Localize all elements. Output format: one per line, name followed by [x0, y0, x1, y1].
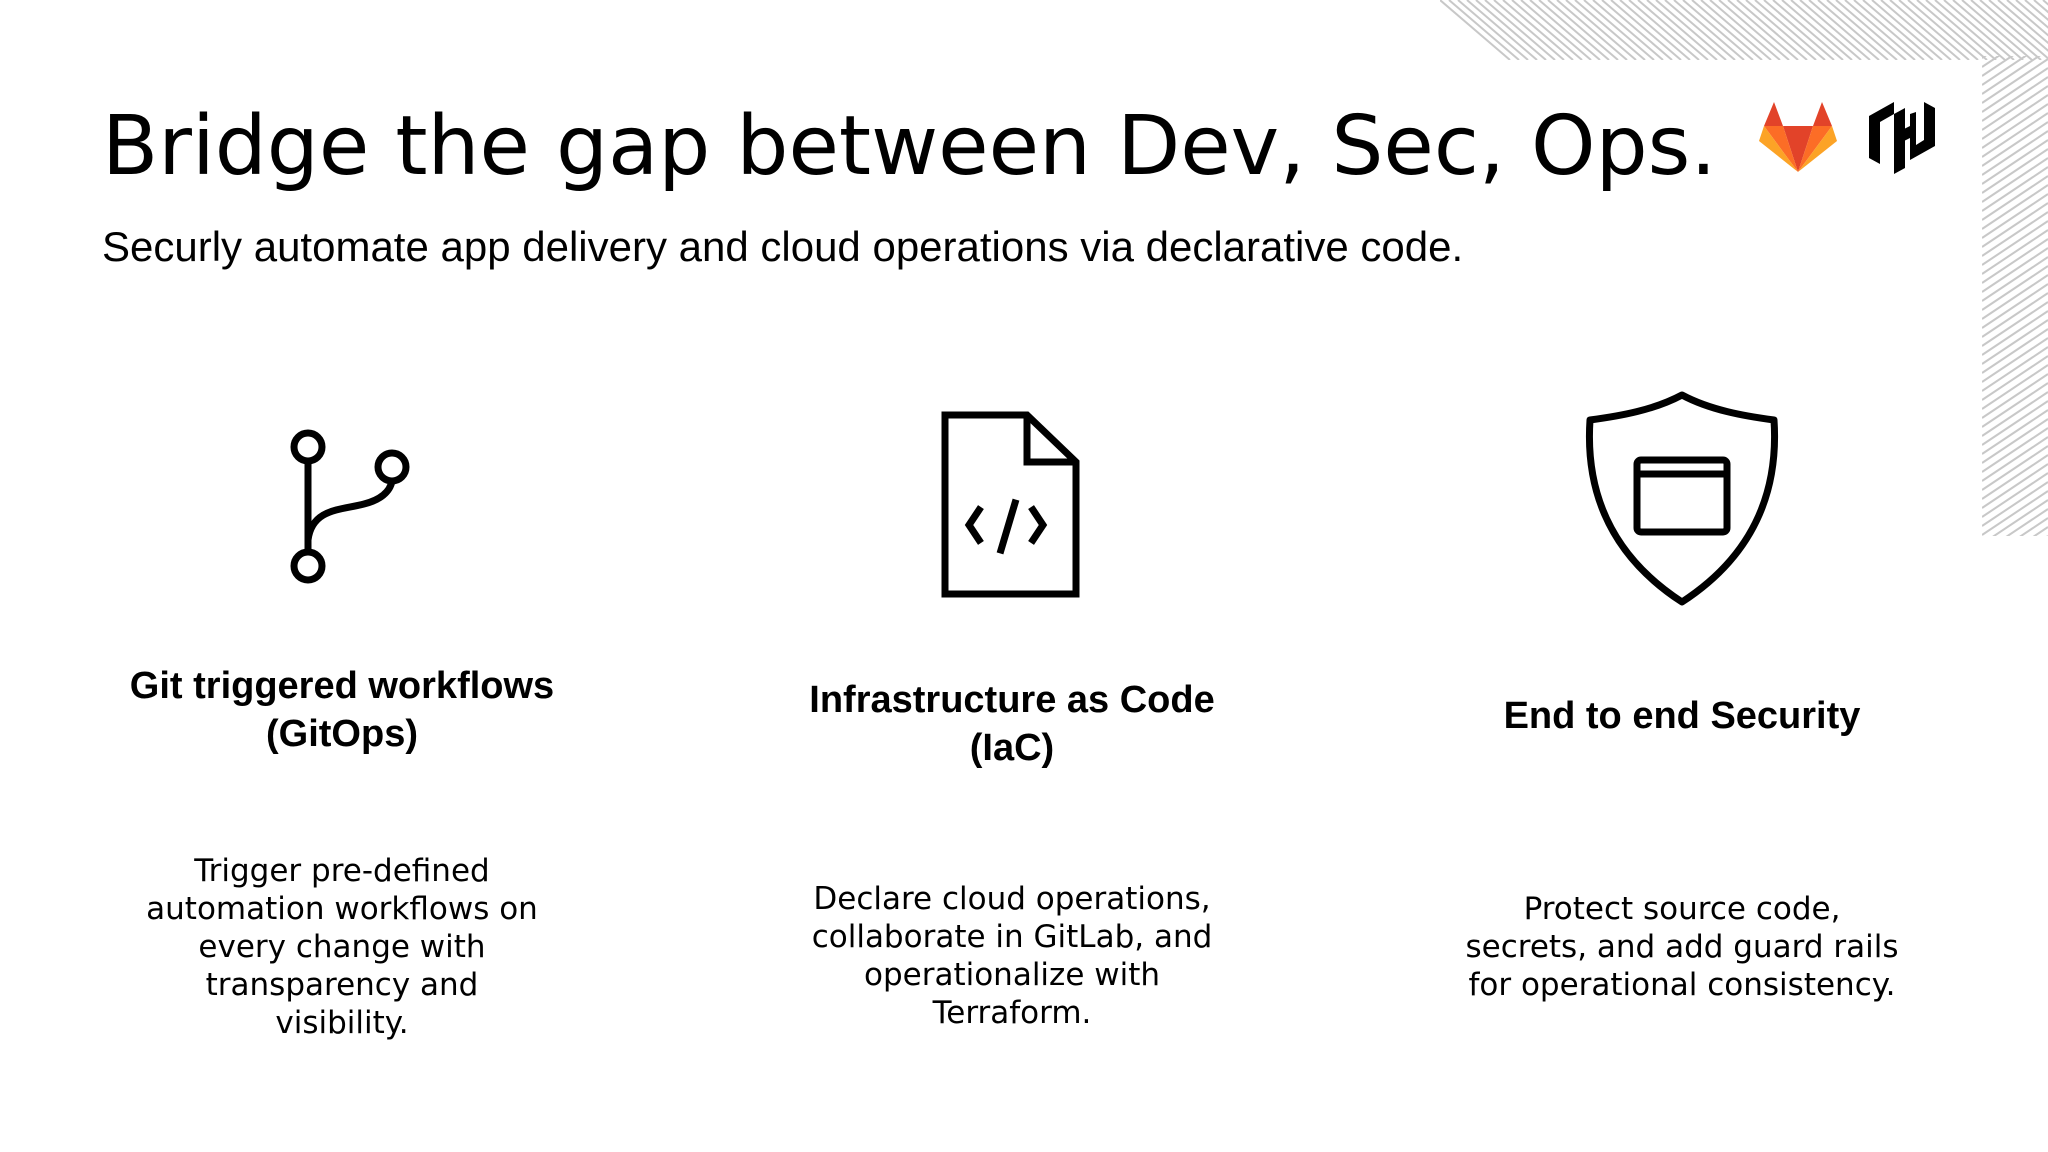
- feature-heading: End to end Security: [1503, 695, 1861, 737]
- feature-iac: Infrastructure as Code (IaC) Declare clo…: [732, 380, 1292, 1060]
- gitlab-logo-icon: [1759, 102, 1837, 172]
- page-subtitle: Securly automate app delivery and cloud …: [102, 223, 1464, 270]
- partner-logos: [1758, 100, 1938, 180]
- code-file-icon: [941, 411, 1080, 598]
- feature-heading: Git triggered workflows (GitOps): [129, 665, 555, 755]
- feature-heading: Infrastructure as Code (IaC): [809, 679, 1215, 769]
- hashicorp-logo-icon: [1869, 102, 1935, 174]
- feature-description: Protect source code, secrets, and add gu…: [1465, 891, 1899, 1003]
- security-shield-icon: [1585, 391, 1779, 606]
- page-title: Bridge the gap between Dev, Sec, Ops.: [102, 99, 1717, 194]
- feature-description: Declare cloud operations, collaborate in…: [811, 881, 1213, 1031]
- feature-gitops: Git triggered workflows (GitOps) Trigger…: [62, 380, 622, 1060]
- feature-security: End to end Security Protect source code,…: [1402, 380, 1962, 1060]
- feature-description: Trigger pre-defined automation workflows…: [146, 853, 538, 1041]
- git-branch-icon: [290, 429, 410, 584]
